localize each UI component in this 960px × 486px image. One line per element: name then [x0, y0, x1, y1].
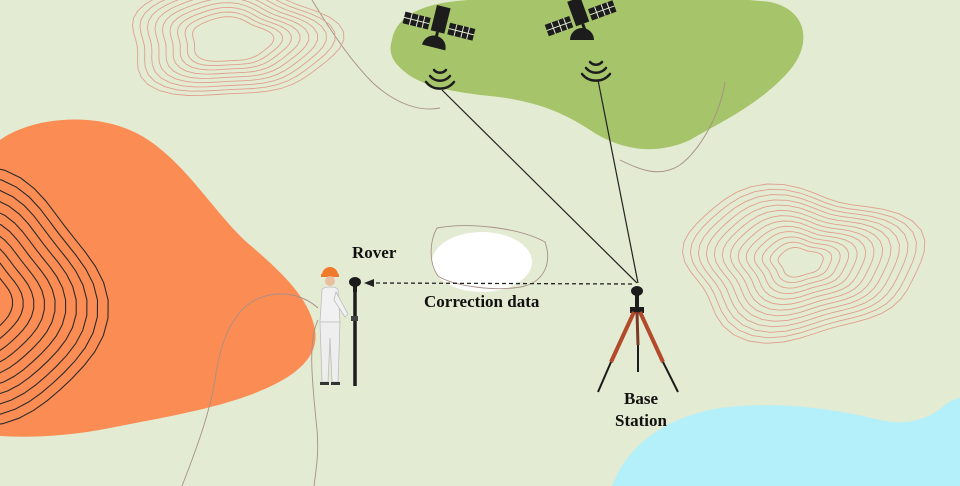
contour-ring [705, 199, 900, 328]
gnss-receiver-icon [631, 286, 643, 296]
contours-left [0, 168, 109, 425]
contour-ring [192, 16, 275, 62]
contour-ring [761, 236, 841, 289]
signal-line-right [597, 79, 639, 284]
signal-line-left [441, 89, 638, 284]
contour-ring [177, 6, 292, 71]
contour-ring [745, 225, 858, 300]
signal-waves-icon [580, 60, 612, 82]
correction-data-label: Correction data [424, 292, 540, 311]
arrow-head [364, 279, 374, 287]
contour-ring [0, 235, 45, 363]
green-region [390, 0, 804, 150]
contour-ring [0, 189, 88, 405]
orange-region [0, 119, 316, 437]
contour-ring [162, 0, 310, 79]
contour-ring [132, 0, 345, 96]
signal-waves-icon [424, 68, 456, 90]
contour-ring [0, 201, 77, 395]
contour-ring [729, 215, 875, 311]
contour-ring [777, 247, 824, 278]
contour-ring [0, 212, 67, 384]
contours-right [682, 183, 926, 344]
contour-ring [0, 179, 99, 415]
contour-ring [147, 0, 327, 88]
contour-ring [0, 223, 56, 374]
contour-ring [769, 241, 833, 284]
tripod-icon [597, 286, 679, 393]
contour-ring [697, 194, 909, 333]
wandering-contours [181, 0, 726, 486]
contour-ring [721, 209, 883, 317]
white-cloud [432, 232, 532, 292]
blue-region [612, 398, 960, 486]
satellite-icon [544, 0, 617, 40]
contour-ring [139, 0, 336, 92]
base-station-label-line1: Base [624, 389, 658, 408]
contour-ring [154, 0, 318, 84]
gnss-receiver-icon [349, 277, 361, 287]
rover-label: Rover [352, 243, 397, 262]
contour-ring [753, 231, 850, 295]
correction-arrow [371, 282, 633, 285]
contours-top [132, 0, 345, 96]
contour-ring [713, 204, 892, 322]
contour-ring [169, 2, 301, 75]
base-station-label: Base Station [593, 388, 689, 432]
base-station-label-line2: Station [615, 411, 667, 430]
rover-pole [349, 277, 361, 386]
contour-ring [737, 220, 867, 306]
contour-ring [682, 183, 926, 344]
contour-ring [689, 188, 917, 339]
surveyor-icon [319, 267, 349, 385]
satellite-icon [402, 5, 476, 51]
contour-ring [184, 11, 283, 67]
contour-ring [0, 168, 109, 425]
